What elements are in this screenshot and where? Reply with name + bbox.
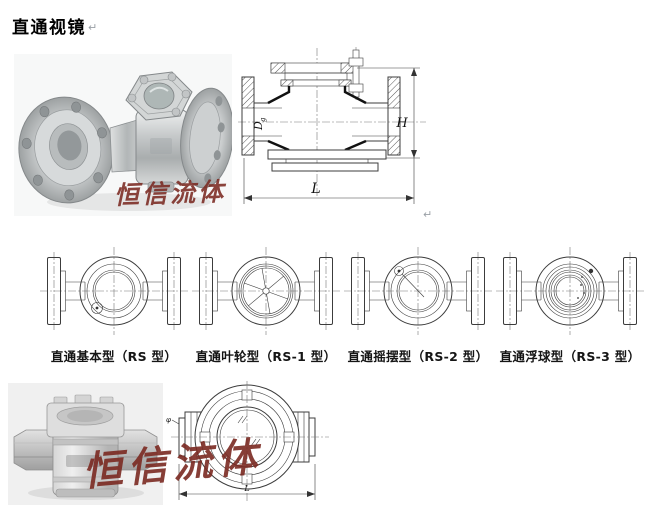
- bottom-flange-bar: [267, 149, 387, 160]
- castellated-cap: [46, 394, 125, 438]
- right-hex-nut: [117, 429, 158, 471]
- type-caption: 直通叶轮型（RS-1 型）: [195, 349, 337, 364]
- type-caption: 直通浮球型（RS-3 型）: [499, 349, 641, 364]
- ball-stop: [588, 268, 594, 274]
- type-variant-impeller: 直通叶轮型（RS-1 型）: [190, 243, 342, 365]
- page-title: 直通视镜: [12, 18, 86, 38]
- dim-label-L: L: [243, 484, 249, 493]
- swing-pivot: [394, 266, 404, 276]
- impeller-spokes: [244, 268, 288, 314]
- bottom-flange-bar: [271, 162, 379, 172]
- title-line: 直通视镜↵: [12, 13, 97, 38]
- type-variants-row: 直通基本型（RS 型） 直通叶轮型（RS-1 型）: [38, 243, 646, 365]
- type-caption: 直通摇摆型（RS-2 型）: [347, 349, 489, 364]
- bottom-plug: [147, 181, 175, 193]
- type-variant-float-ball: 直通浮球型（RS-3 型）: [494, 243, 646, 365]
- threaded-sight-glass-photo: [8, 383, 163, 505]
- left-flange: [18, 96, 114, 204]
- svg-text:D: D: [252, 121, 265, 131]
- drawing-rs1-impeller: [192, 247, 340, 335]
- paragraph-mark-icon: ↵: [88, 21, 98, 34]
- type-caption: 直通基本型（RS 型）: [50, 349, 178, 364]
- cover-bolt: [348, 49, 364, 98]
- right-pipe-flange: [387, 76, 401, 156]
- glass-reflection-marks: [237, 415, 261, 447]
- dim-label-bore: D g: [252, 117, 267, 131]
- cross-section-drawing: D g H L: [238, 47, 426, 204]
- svg-text:g: g: [259, 117, 267, 122]
- drain-bolt: [91, 302, 103, 314]
- left-hex-nut: [13, 429, 54, 471]
- type-variant-basic: 直通基本型（RS 型）: [38, 243, 190, 365]
- stamped-marking: [66, 455, 102, 467]
- swing-flap-edge: [401, 273, 425, 298]
- thread-size-label: φ: [166, 416, 171, 424]
- impeller-hub: [262, 287, 270, 295]
- type-variant-swing: 直通摇摆型（RS-2 型）: [342, 243, 494, 365]
- flanged-sight-glass-photo: [14, 54, 232, 216]
- drawing-rs2-swing: [344, 247, 492, 335]
- float-ball: [555, 276, 585, 306]
- drawing-rs3-float: [496, 247, 644, 335]
- dim-label-L: L: [310, 181, 320, 197]
- threaded-front-drawing: φ L: [166, 381, 329, 503]
- right-flange: [180, 87, 232, 189]
- left-pipe-flange: [241, 76, 255, 156]
- hex-bonnet: [125, 71, 193, 121]
- paragraph-mark-icon: ↵: [423, 208, 433, 221]
- drawing-rs-basic: [40, 247, 188, 335]
- dim-label-H: H: [395, 116, 408, 131]
- glass-cover-assembly: [270, 62, 356, 87]
- body-outline: [267, 86, 367, 152]
